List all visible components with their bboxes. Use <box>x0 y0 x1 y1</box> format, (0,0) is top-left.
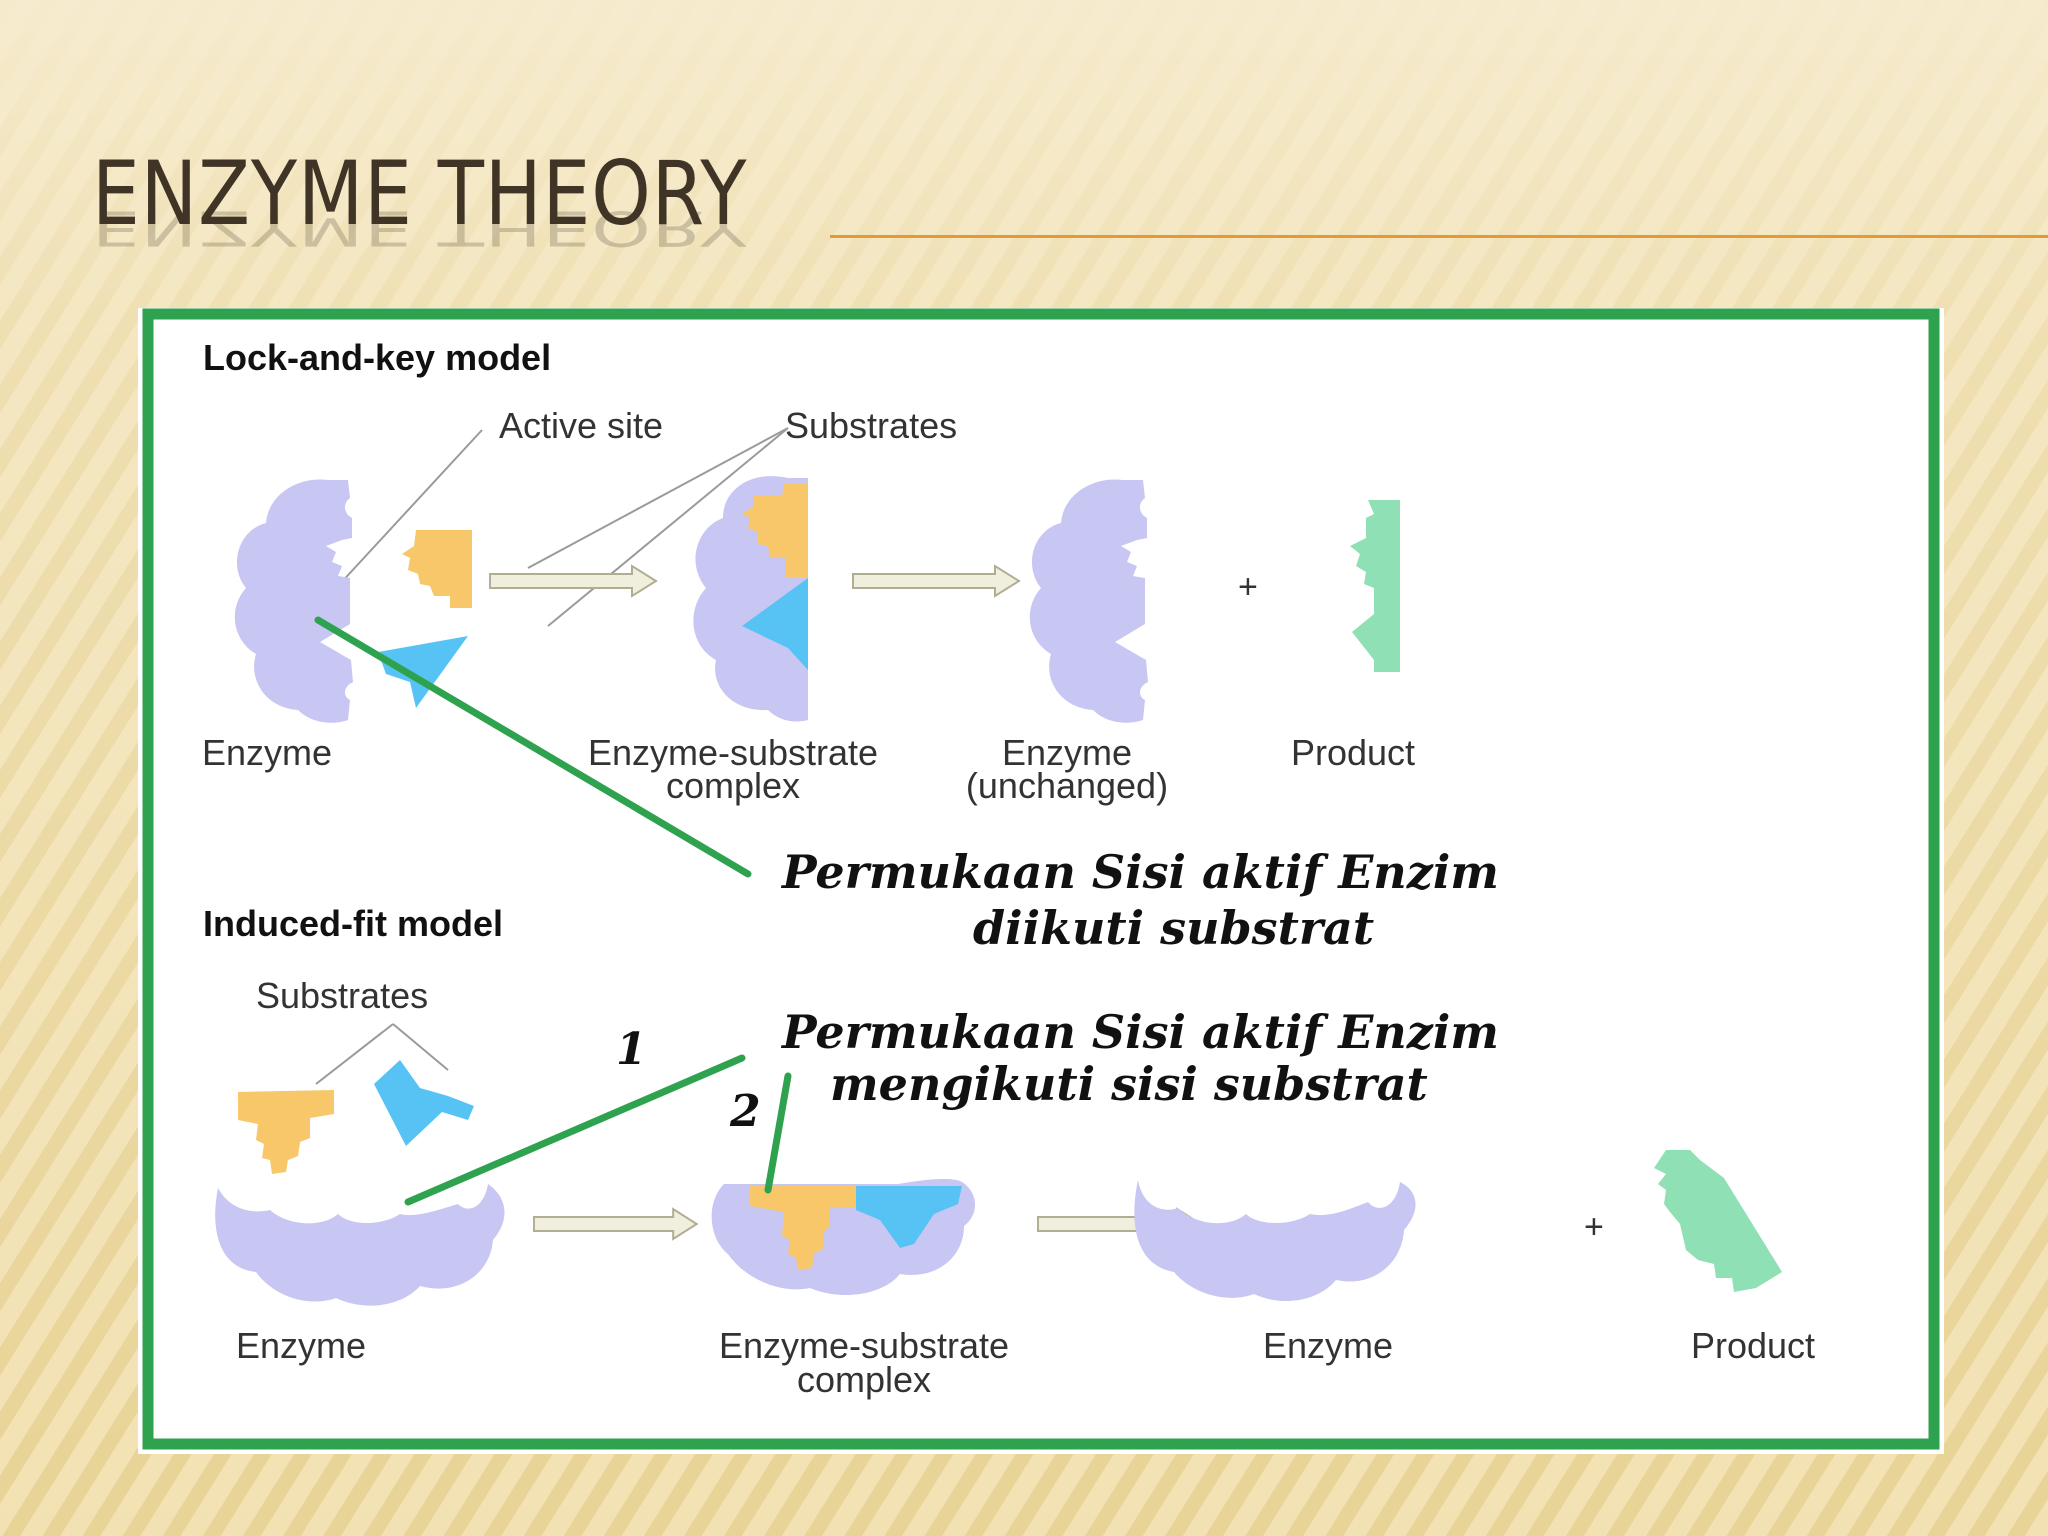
induced-substrates-label: Substrates <box>256 975 428 1016</box>
induced-complex-substrate-orange <box>750 1186 856 1270</box>
annotation-line-marker1 <box>404 1054 746 1206</box>
note1-line2: diikuti substrat <box>973 901 1374 955</box>
substrate-orange <box>402 530 472 608</box>
arrow-3 <box>533 1208 698 1240</box>
unchanged-label-line1: Enzyme <box>1002 732 1132 773</box>
complex-label-line1: Enzyme-substrate <box>588 732 878 773</box>
induced-leader-lines <box>315 1023 449 1085</box>
arrow-2 <box>852 565 1020 597</box>
unchanged-label-line2: (unchanged) <box>966 765 1168 806</box>
induced-substrate-blue <box>374 1060 474 1146</box>
green-frame <box>142 308 1940 1450</box>
plus-sign-1: + <box>1238 568 1258 606</box>
complex-lock-key <box>693 476 808 722</box>
annotation-line-note1 <box>314 616 752 878</box>
induced-enzyme-after <box>1134 1180 1416 1302</box>
lock-key-heading: Lock-and-key model <box>203 337 551 378</box>
substrates-label: Substrates <box>785 405 957 446</box>
complex-substrate-orange <box>742 484 808 578</box>
active-site-label: Active site <box>499 405 663 446</box>
enzyme-unchanged <box>1029 479 1148 723</box>
title-underline <box>830 235 2048 238</box>
induced-product <box>1654 1150 1782 1292</box>
enzyme-label: Enzyme <box>202 732 332 773</box>
induced-fit-heading: Induced-fit model <box>203 903 503 944</box>
induced-complex-label-line2: complex <box>797 1359 931 1400</box>
leader-lines <box>337 427 789 627</box>
enzyme-diagram-svg: Lock-and-key model Active site Substrate… <box>142 308 1940 1450</box>
complex-label-line2: complex <box>666 765 800 806</box>
annotation-line-marker2 <box>764 1072 792 1194</box>
note2-line1: Permukaan Sisi aktif Enzim <box>780 1005 1499 1059</box>
induced-complex-label-line1: Enzyme-substrate <box>719 1325 1009 1366</box>
induced-complex <box>711 1178 976 1296</box>
induced-enzyme-label: Enzyme <box>236 1325 366 1366</box>
enzyme-lock-key <box>234 479 353 723</box>
slide-title: ENZYME THEORY <box>92 142 748 245</box>
substrate-blue <box>378 636 468 708</box>
product-label: Product <box>1291 732 1415 773</box>
induced-enzyme-after-label: Enzyme <box>1263 1325 1393 1366</box>
enzyme-shape <box>234 479 353 723</box>
marker-2: 2 <box>729 1086 761 1137</box>
enzyme-diagram: Lock-and-key model Active site Substrate… <box>138 308 1944 1454</box>
plus-sign-2: + <box>1584 1208 1604 1246</box>
induced-complex-substrate-blue <box>856 1186 962 1248</box>
induced-enzyme <box>215 1184 505 1306</box>
complex-substrate-blue <box>742 578 808 670</box>
note1-line1: Permukaan Sisi aktif Enzim <box>780 845 1499 899</box>
product-lock-key <box>1350 500 1400 672</box>
annotation-lines <box>314 616 792 1206</box>
marker-1: 1 <box>616 1024 647 1075</box>
induced-substrate-orange <box>238 1090 334 1174</box>
arrow-1 <box>489 565 657 597</box>
induced-product-label: Product <box>1691 1325 1815 1366</box>
note2-line2: mengikuti sisi substrat <box>830 1057 1428 1111</box>
